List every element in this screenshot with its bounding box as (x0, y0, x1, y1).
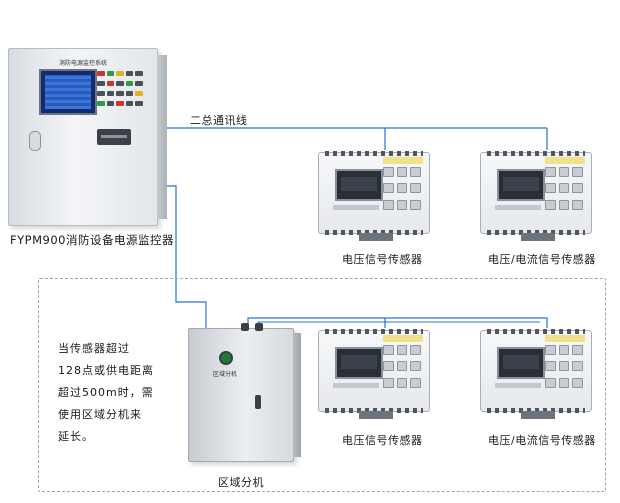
top-voltage-current-sensor (480, 151, 592, 241)
cabinet-side (157, 55, 167, 219)
printer-slot (97, 129, 131, 145)
note-line-3: 超过500m时，需 (58, 386, 154, 399)
cabinet-handle (29, 131, 41, 151)
lock-icon (255, 395, 261, 409)
distributor-note: 当传感器超过 128点或供电距离 超过500m时，需 使用区域分机来 延长。 (58, 338, 178, 448)
bottom-sensor-label-1: 电压信号传感器 (342, 434, 423, 447)
note-line-1: 当传感器超过 (58, 342, 130, 355)
note-line-2: 128点或供电距离 (58, 364, 154, 377)
controller-keypad (97, 71, 143, 109)
note-line-5: 延长。 (58, 430, 94, 443)
bottom-voltage-current-sensor (480, 329, 592, 419)
wire-controller-to-distributor (156, 185, 207, 328)
distributor-panel-title: 区域分机 (213, 371, 238, 378)
distributor-zone (38, 278, 606, 492)
area-distributor-box: 区域分机 (188, 323, 301, 462)
controller-lcd-screen (39, 69, 97, 115)
top-sensor-label-2: 电压/电流信号传感器 (488, 253, 596, 266)
top-voltage-sensor (318, 151, 430, 241)
distributor-label: 区域分机 (218, 476, 264, 489)
controller-label: FYPM900消防设备电源监控器 (10, 233, 174, 247)
top-sensor-label-1: 电压信号传感器 (342, 253, 423, 266)
bottom-sensor-label-2: 电压/电流信号传感器 (488, 434, 596, 447)
bus-label: 二总通讯线 (190, 114, 248, 127)
bottom-voltage-sensor (318, 329, 430, 419)
bus-wire-top (156, 127, 548, 150)
note-line-4: 使用区域分机来 (58, 408, 142, 421)
controller-cabinet: 消防电源监控系统 (8, 48, 167, 226)
indicator-lamp-icon (219, 351, 233, 365)
controller-panel-title: 消防电源监控系统 (58, 60, 107, 67)
